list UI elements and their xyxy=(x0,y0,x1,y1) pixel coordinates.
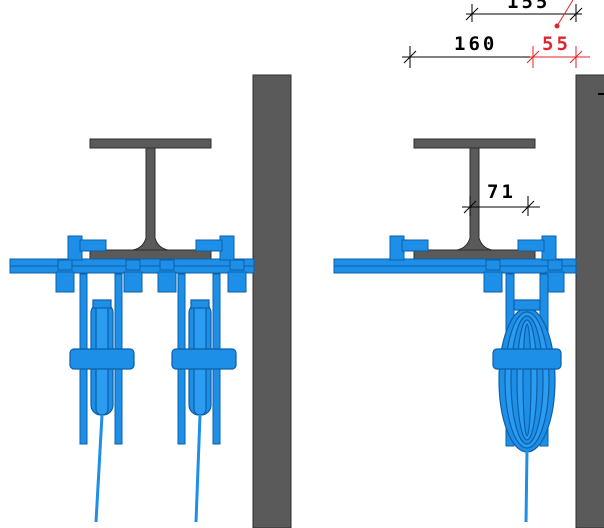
left-i-beam xyxy=(89,138,212,260)
right-clamp-left xyxy=(389,235,429,261)
dimension-55-label: 55 xyxy=(542,33,571,55)
left-wall xyxy=(252,74,292,528)
left-clamp-left xyxy=(67,235,107,261)
left-pulley-2 xyxy=(171,299,237,416)
left-assembly xyxy=(9,138,255,523)
right-wall xyxy=(575,74,604,528)
dimension-leader-dot xyxy=(554,23,560,29)
left-pulley-1 xyxy=(69,299,135,416)
dimension-top-label: 155 xyxy=(507,0,550,13)
dimension-160-label: 160 xyxy=(454,33,497,55)
dimension-top-partial xyxy=(465,4,583,22)
right-pulley-stack xyxy=(492,299,562,453)
left-plate-bolts xyxy=(55,259,247,293)
right-cable xyxy=(524,449,529,523)
right-i-beam xyxy=(413,138,536,260)
left-clamp-right xyxy=(195,235,235,261)
dimension-160 xyxy=(402,46,535,68)
dimension-71 xyxy=(462,196,540,216)
dimension-55 xyxy=(526,0,590,68)
right-clamp-right xyxy=(517,235,557,261)
right-mounting-plate xyxy=(333,258,577,274)
right-assembly xyxy=(333,138,577,523)
dimension-71-label: 71 xyxy=(487,181,516,203)
left-cables xyxy=(94,414,202,523)
